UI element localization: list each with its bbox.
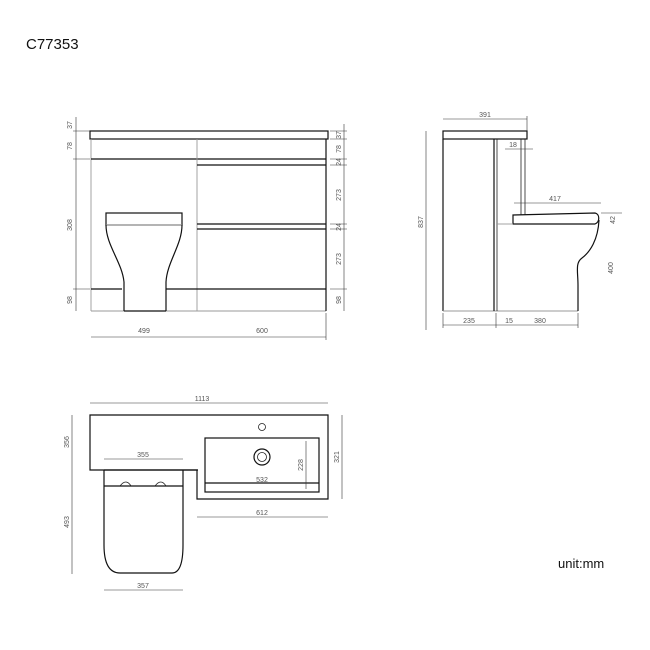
dim-side-bottom-0: 235 <box>463 318 475 325</box>
dim-front-right-5: 273 <box>336 253 343 265</box>
dim-plan-top-depth: 356 <box>64 436 71 448</box>
dim-side-bottom-2: 380 <box>534 318 546 325</box>
dim-front-right-3: 273 <box>336 189 343 201</box>
dim-side-seat-depth: 417 <box>549 196 561 203</box>
dim-plan-toilet-width: 357 <box>137 583 149 590</box>
dim-side-flush-offset: 18 <box>509 142 517 149</box>
dim-side-bottom-1: 15 <box>505 318 513 325</box>
dim-side-seat-thickness: 42 <box>610 216 617 224</box>
unit-label: unit:mm <box>558 556 605 571</box>
dim-front-right-6: 98 <box>336 296 343 304</box>
dim-front-left-1: 78 <box>67 142 74 150</box>
dim-plan-total-width: 1113 <box>195 396 210 403</box>
dim-front-right-2: 24 <box>336 158 343 166</box>
dim-front-left-2: 308 <box>67 219 74 231</box>
front-view: 37 78 308 98 37 78 24 273 24 273 98 499 … <box>67 117 347 340</box>
dim-side-pan-height: 400 <box>608 262 615 274</box>
dim-front-bottom-0: 499 <box>138 328 150 335</box>
dim-side-height: 837 <box>418 216 425 228</box>
dim-front-right-4: 24 <box>336 223 343 231</box>
dim-plan-cistern-width: 355 <box>137 452 149 459</box>
dim-plan-basin-inner-depth: 228 <box>298 459 305 471</box>
product-code: C77353 <box>26 36 79 53</box>
dim-front-left-3: 98 <box>67 296 74 304</box>
dim-side-top-width: 391 <box>479 112 491 119</box>
dim-front-right-0: 37 <box>336 131 343 139</box>
dim-plan-basin-depth: 321 <box>334 451 341 463</box>
dim-plan-basin-inner-width: 532 <box>256 477 268 484</box>
plan-view: 1113 356 493 355 357 532 228 321 612 <box>64 396 343 591</box>
dim-front-right-1: 78 <box>336 145 343 153</box>
dim-front-bottom-1: 600 <box>256 328 268 335</box>
side-view: 391 18 837 417 42 400 235 15 380 <box>418 112 622 330</box>
dim-plan-toilet-depth: 493 <box>64 516 71 528</box>
dim-plan-basin-unit-width: 612 <box>256 510 268 517</box>
dim-front-left-0: 37 <box>67 121 74 129</box>
